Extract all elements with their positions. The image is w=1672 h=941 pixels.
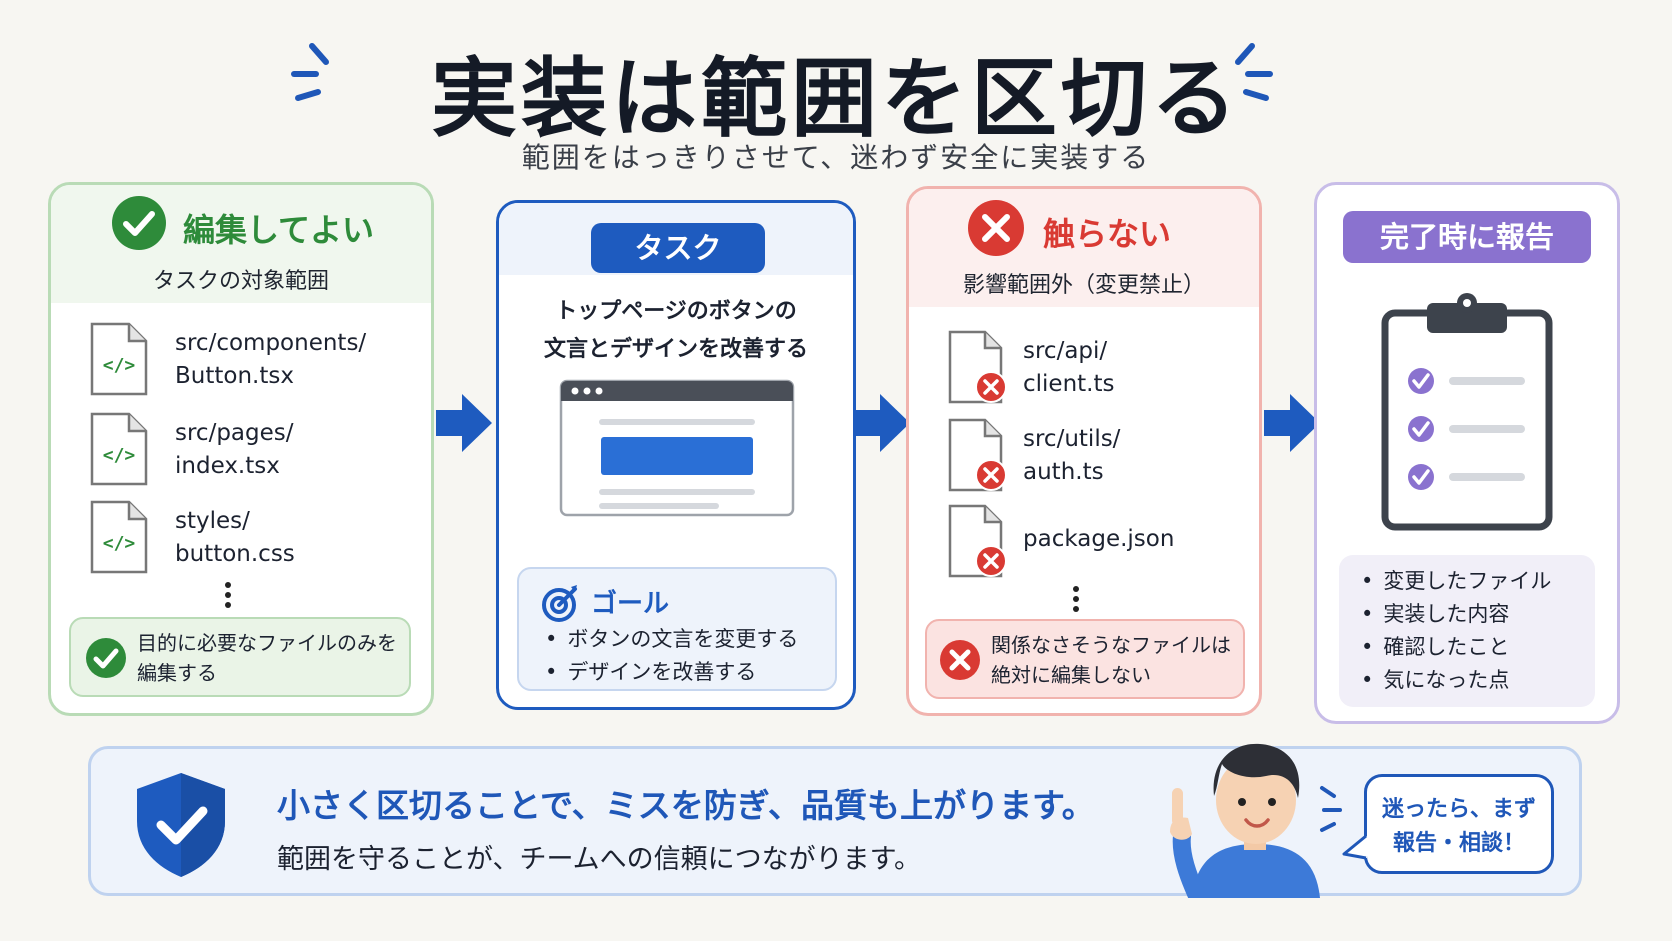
report-item: 実装した内容 [1361, 598, 1551, 631]
forbidden-card-header: 触らない 影響範囲外（変更禁止） [909, 189, 1259, 307]
page-title: 実装は範囲を区切る [431, 49, 1241, 149]
bubble-line: 報告・相談！ [1392, 831, 1525, 856]
file-path: styles/ [175, 508, 250, 534]
report-item: 変更したファイル [1361, 565, 1551, 598]
task-card: タスク トップページのボタンの 文言とデザインを改善する ゴール ボタンの文言を… [496, 200, 856, 710]
blocked-file-icon [948, 504, 1007, 578]
spark-left-icon [291, 43, 329, 101]
report-item: 気になった点 [1361, 664, 1551, 697]
blocked-file-icon [948, 330, 1007, 404]
goal-list: ボタンの文言を変更する デザインを改善する [545, 623, 798, 689]
file-name: auth.ts [1023, 459, 1104, 485]
speech-bubble: 迷ったら、まず 報告・相談！ [1364, 774, 1554, 874]
target-icon [542, 585, 577, 622]
file-name: index.tsx [175, 453, 280, 479]
shield-check-icon [137, 773, 225, 877]
report-card: 完了時に報告 変更したファイル 実装した内容 確認したこと 気になった点 [1314, 182, 1620, 724]
code-file-icon: </> [90, 322, 148, 396]
forbidden-title: 触らない [1043, 215, 1172, 253]
arrow-right-icon [1264, 394, 1320, 452]
editable-card: 編集してよい タスクの対象範囲 </> src/components/ Butt… [48, 182, 434, 716]
more-dots-icon [225, 582, 231, 608]
check-circle-icon [86, 638, 126, 678]
blocked-file-icon [948, 418, 1007, 492]
file-name: Button.tsx [175, 363, 294, 389]
summary-banner: 小さく区切ることで、ミスを防ぎ、品質も上がります。 範囲を守ることが、チームへの… [88, 746, 1582, 896]
task-desc-line: 文言とデザインを改善する [543, 337, 808, 362]
editable-card-header: 編集してよい タスクの対象範囲 [51, 185, 431, 303]
note-line: 関係なさそうなファイルは [991, 633, 1231, 657]
file-path: src/utils/ [1023, 426, 1121, 452]
svg-text:</>: </> [103, 445, 136, 466]
editable-title: 編集してよい [183, 211, 375, 249]
note-line: 絶対に編集しない [991, 663, 1151, 687]
forbidden-note: 関係なさそうなファイルは 絶対に編集しない [925, 619, 1245, 699]
report-label: 完了時に報告 [1343, 211, 1591, 263]
file-name: package.json [1023, 526, 1175, 552]
forbidden-card: 触らない 影響範囲外（変更禁止） src/api/ client.ts src/… [906, 186, 1262, 716]
file-name: button.css [175, 541, 295, 567]
task-label: タスク [591, 223, 765, 273]
code-file-icon: </> [90, 412, 148, 486]
code-file-icon: </> [90, 500, 148, 574]
person-pointing-icon [1170, 743, 1320, 898]
x-circle-icon [968, 200, 1024, 256]
report-list-box: 変更したファイル 実装した内容 確認したこと 気になった点 [1339, 555, 1595, 707]
goal-box: ゴール ボタンの文言を変更する デザインを改善する [517, 567, 837, 691]
speech-bubble-tail [1342, 834, 1367, 860]
svg-text:</>: </> [103, 533, 136, 554]
clipboard-checklist-icon [1381, 293, 1553, 531]
browser-window-icon [559, 379, 795, 517]
task-desc-line: トップページのボタンの [555, 299, 797, 324]
goal-item: デザインを改善する [545, 656, 798, 689]
report-list: 変更したファイル 実装した内容 確認したこと 気になった点 [1361, 565, 1551, 697]
goal-item: ボタンの文言を変更する [545, 623, 798, 656]
check-circle-icon [112, 196, 166, 250]
goal-title: ゴール [591, 589, 670, 619]
arrow-right-icon [854, 394, 910, 452]
arrow-right-icon [436, 394, 492, 452]
banner-sub-text: 範囲を守ることが、チームへの信頼につながります。 [277, 844, 921, 875]
spark-right-icon [1235, 43, 1273, 101]
banner-main-text: 小さく区切ることで、ミスを防ぎ、品質も上がります。 [277, 786, 1095, 825]
x-circle-icon [940, 640, 980, 680]
page-subtitle: 範囲をはっきりさせて、迷わず安全に実装する [521, 141, 1151, 174]
editable-subtitle: タスクの対象範囲 [152, 269, 329, 294]
more-dots-icon [1073, 586, 1079, 612]
editable-note: 目的に必要なファイルのみを 編集する [69, 617, 411, 697]
note-line: 目的に必要なファイルのみを [137, 631, 397, 655]
svg-text:</>: </> [103, 355, 136, 376]
note-line: 編集する [137, 661, 217, 685]
file-path: src/pages/ [175, 420, 294, 446]
file-path: src/components/ [175, 330, 367, 356]
spark-lines-icon [1320, 786, 1342, 832]
file-name: client.ts [1023, 371, 1115, 397]
report-item: 確認したこと [1361, 631, 1551, 664]
file-path: src/api/ [1023, 338, 1108, 364]
bubble-line: 迷ったら、まず [1381, 797, 1536, 822]
forbidden-subtitle: 影響範囲外（変更禁止） [962, 273, 1205, 298]
